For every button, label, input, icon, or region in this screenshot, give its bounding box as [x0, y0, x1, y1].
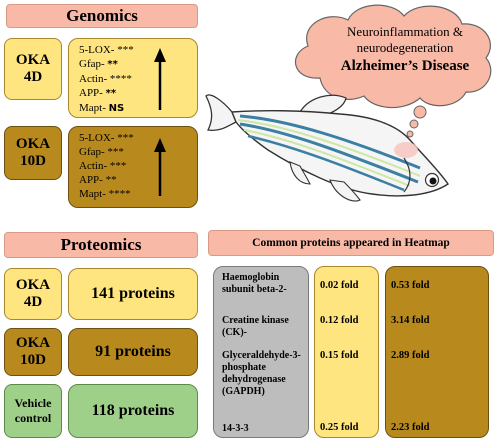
thought-bubbles	[406, 105, 427, 138]
up-arrow-icon	[154, 138, 166, 196]
genomics-header: Genomics	[6, 4, 198, 28]
gene-row: 5-LOX- ***	[79, 44, 134, 56]
gene-row: Gfap- **	[79, 58, 118, 70]
fold-value-oka4d: 0.02 fold	[320, 280, 359, 291]
proteomics-oka-4d-label: OKA 4D	[4, 268, 62, 320]
label-line1: OKA	[15, 277, 51, 293]
up-arrow-icon	[154, 48, 166, 110]
label-line2: control	[14, 411, 52, 425]
heatmap-oka10d-column	[385, 266, 489, 438]
gene-row: Actin- ****	[79, 73, 132, 85]
fold-value-oka10d: 2.89 fold	[391, 350, 430, 361]
gene-row: Mapt- NS	[79, 102, 125, 114]
label-line1: OKA	[15, 136, 51, 152]
heatmap-oka4d-column	[314, 266, 379, 438]
proteomics-vehicle-count: 118 proteins	[68, 384, 198, 438]
protein-name: 14-3-3	[222, 423, 249, 434]
genomics-oka-4d-genes: 5-LOX- *** Gfap- ** Actin- **** APP- ** …	[68, 38, 198, 118]
proteomics-oka-4d-count: 141 proteins	[68, 268, 198, 320]
gene-row: Mapt- ****	[79, 188, 131, 200]
gene-row: APP- **	[79, 174, 117, 186]
label-line2: 4D	[23, 294, 43, 310]
heatmap-protein-column	[213, 266, 309, 438]
genomics-oka-10d-label: OKA 10D	[4, 126, 62, 180]
fold-value-oka4d: 0.25 fold	[320, 422, 359, 433]
fold-value-oka10d: 0.53 fold	[391, 280, 430, 291]
cloud-text: Neuroinflammation & neurodegeneration Al…	[315, 24, 495, 76]
label-line1: OKA	[15, 335, 51, 351]
protein-name: Creatine kinase (CK)-	[222, 315, 289, 338]
cloud-line2: neurodegeneration	[356, 40, 454, 55]
proteomics-vehicle-label: Vehicle control	[4, 384, 62, 438]
genomics-oka-10d-genes: 5-LOX- *** Gfap- *** Actin- *** APP- ** …	[68, 126, 198, 208]
genomics-oka-4d-label: OKA 4D	[4, 38, 62, 100]
gene-row: Gfap- ***	[79, 146, 124, 158]
protein-name: Haemoglobin subunit beta-2-	[222, 272, 287, 295]
fold-value-oka4d: 0.12 fold	[320, 315, 359, 326]
cloud-shape	[294, 4, 492, 109]
label-line2: 10D	[20, 153, 46, 169]
protein-name: Glyceraldehyde-3-phosphate dehydrogenase…	[222, 350, 301, 397]
fold-value-oka10d: 2.23 fold	[391, 422, 430, 433]
gene-row: 5-LOX- ***	[79, 132, 134, 144]
label-line1: Vehicle	[14, 396, 52, 410]
heatmap-header: Common proteins appeared in Heatmap	[208, 230, 494, 256]
proteomics-oka-10d-count: 91 proteins	[68, 328, 198, 376]
cloud-line3: Alzheimer’s Disease	[340, 58, 470, 74]
proteomics-oka-10d-label: OKA 10D	[4, 328, 62, 376]
gene-row: APP- **	[79, 87, 117, 99]
cloud-line1: Neuroinflammation &	[347, 24, 463, 39]
proteomics-header: Proteomics	[4, 232, 198, 258]
gene-row: Actin- ***	[79, 160, 127, 172]
fold-value-oka10d: 3.14 fold	[391, 315, 430, 326]
label-line1: OKA	[15, 52, 51, 68]
label-line2: 10D	[20, 352, 46, 368]
label-line2: 4D	[23, 69, 43, 85]
fold-value-oka4d: 0.15 fold	[320, 350, 359, 361]
zebrafish-icon	[205, 94, 449, 202]
